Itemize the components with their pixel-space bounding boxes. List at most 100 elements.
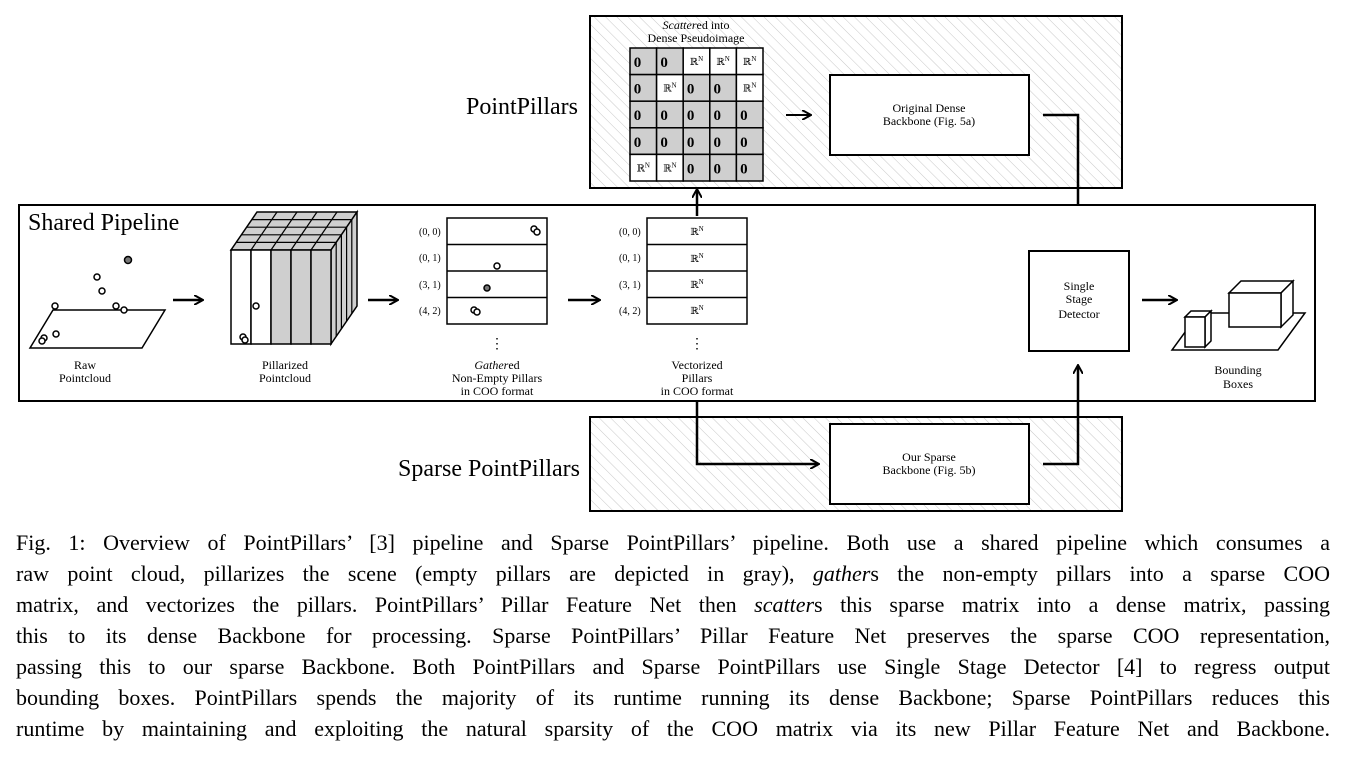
caption-segment: runtime by maintaining and exploiting th…	[16, 716, 1330, 741]
grid-cell-4-3: 0⃗	[709, 153, 738, 182]
grid-cell-0-3: ℝN	[709, 47, 738, 76]
vectorized-coo-table	[646, 217, 748, 325]
vectorized-cell-3: ℝN	[690, 304, 703, 317]
vectorized-index-3: (4, 2)	[619, 306, 641, 317]
caption-line-2: matrix, and vectorizes the pillars. Poin…	[16, 589, 1330, 620]
arrow-vectorized-to-sparse-backbone	[695, 401, 818, 464]
sparse-backbone-line1: Our Sparse	[902, 450, 956, 464]
grid-cell-2-0: 0⃗	[629, 100, 658, 129]
vectorized-caption-line1: Vectorized	[671, 358, 722, 372]
grid-cell-3-0: 0⃗	[629, 127, 658, 156]
pointpillars-diagram: PointPillars Scattered into Dense Pseudo…	[18, 15, 1316, 512]
gathered-coo-table	[446, 217, 548, 325]
raw-pointcloud-graphic	[28, 255, 167, 349]
bounding-boxes-line1: Bounding	[1214, 363, 1261, 377]
gathered-index-0: (0, 0)	[419, 227, 441, 238]
caption-segment: Fig. 1: Overview of PointPillars’ [3] pi…	[16, 530, 1330, 555]
svg-text:0⃗: 0⃗	[687, 135, 706, 151]
caption-line-3: this to its dense Backbone for processin…	[16, 620, 1330, 651]
bounding-boxes-graphic	[1170, 279, 1307, 351]
svg-text:ℝN: ℝN	[663, 161, 676, 174]
grid-cell-4-0: ℝN	[629, 153, 658, 182]
vectorized-ellipsis: ⋮	[690, 337, 704, 352]
sparse-backbone-box: Our Sparse Backbone (Fig. 5b)	[829, 423, 1030, 505]
grid-cell-2-2: 0⃗	[682, 100, 711, 129]
detector-line3: Detector	[1058, 307, 1099, 321]
grid-cell-2-4: 0⃗	[735, 100, 764, 129]
grid-cell-0-2: ℝN	[682, 47, 711, 76]
svg-text:ℝN: ℝN	[743, 55, 756, 68]
svg-text:0⃗: 0⃗	[740, 108, 759, 124]
svg-text:0⃗: 0⃗	[714, 161, 733, 177]
vectorized-index-2: (3, 1)	[619, 280, 641, 291]
svg-text:ℝN: ℝN	[663, 82, 676, 95]
vectorized-cell-2: ℝN	[690, 278, 703, 291]
gathered-caption-line3: in COO format	[461, 384, 534, 398]
svg-text:ℝN: ℝN	[690, 55, 703, 68]
gathered-index-3: (4, 2)	[419, 306, 441, 317]
caption-segment: s this sparse matrix into a dense matrix…	[814, 592, 1330, 617]
caption-segment: bounding boxes. PointPillars spends the …	[16, 685, 1330, 710]
svg-text:0⃗: 0⃗	[660, 55, 679, 71]
raw-pointcloud-line1: Raw	[74, 358, 96, 372]
pillarized-pointcloud-line2: Pointcloud	[259, 371, 311, 385]
scattered-caption: Scattered into	[663, 18, 730, 32]
vectorized-cell-1: ℝN	[690, 252, 703, 265]
grid-cell-2-3: 0⃗	[709, 100, 738, 129]
caption-segment: s the non-empty pillars into a sparse CO…	[870, 561, 1330, 586]
svg-text:ℝN: ℝN	[716, 55, 729, 68]
sparse-backbone-line2: Backbone (Fig. 5b)	[883, 463, 976, 477]
dense-backbone-line2: Backbone (Fig. 5a)	[883, 114, 975, 128]
grid-cell-1-3: 0⃗	[709, 73, 738, 102]
caption-segment: gather	[812, 561, 871, 586]
grid-cell-3-4: 0⃗	[735, 127, 764, 156]
caption-line-5: bounding boxes. PointPillars spends the …	[16, 682, 1330, 713]
svg-text:0⃗: 0⃗	[660, 108, 679, 124]
vectorized-index-0: (0, 0)	[619, 227, 641, 238]
vectorized-cell-0: ℝN	[690, 225, 703, 238]
gathered-index-1: (0, 1)	[419, 253, 441, 264]
grid-cell-1-1: ℝN	[655, 73, 684, 102]
caption-segment: matrix, and vectorizes the pillars. Poin…	[16, 592, 755, 617]
arrow-sparse-backbone-to-detector	[1043, 366, 1078, 466]
pillarized-pointcloud-line1: Pillarized	[262, 358, 308, 372]
grid-cell-1-2: 0⃗	[682, 73, 711, 102]
grid-cell-0-4: ℝN	[735, 47, 764, 76]
pointpillars-label: PointPillars	[466, 94, 578, 120]
grid-cell-0-1: 0⃗	[655, 47, 684, 76]
svg-text:0⃗: 0⃗	[714, 82, 733, 98]
grid-cell-0-0: 0⃗	[629, 47, 658, 76]
svg-text:0⃗: 0⃗	[687, 82, 706, 98]
grid-cell-4-2: 0⃗	[682, 153, 711, 182]
single-stage-detector-box: Single Stage Detector	[1028, 250, 1130, 352]
svg-text:0⃗: 0⃗	[634, 82, 653, 98]
svg-text:0⃗: 0⃗	[660, 135, 679, 151]
grid-cell-3-3: 0⃗	[709, 127, 738, 156]
gathered-caption-line2: Non-Empty Pillars	[452, 371, 543, 385]
caption-line-4: passing this to our sparse Backbone. Bot…	[16, 651, 1330, 682]
svg-text:0⃗: 0⃗	[634, 55, 653, 71]
svg-text:0⃗: 0⃗	[714, 108, 733, 124]
grid-cell-3-1: 0⃗	[655, 127, 684, 156]
vectorized-caption-line2: Pillars	[682, 371, 713, 385]
svg-text:ℝN: ℝN	[743, 82, 756, 95]
sparse-pointpillars-label: Sparse PointPillars	[398, 456, 580, 482]
caption-segment: this to its dense Backbone for processin…	[16, 623, 1330, 648]
caption-line-6: runtime by maintaining and exploiting th…	[16, 713, 1330, 744]
gathered-caption-line1: Gathered	[474, 358, 519, 372]
grid-cell-4-1: ℝN	[655, 153, 684, 182]
svg-text:0⃗: 0⃗	[634, 135, 653, 151]
grid-cell-3-2: 0⃗	[682, 127, 711, 156]
bounding-boxes-line2: Boxes	[1223, 377, 1253, 391]
grid-cell-1-4: ℝN	[735, 73, 764, 102]
scattered-caption-line2: Dense Pseudoimage	[648, 31, 745, 45]
svg-text:ℝN: ℝN	[637, 161, 650, 174]
caption-segment: scatter	[754, 592, 815, 617]
gathered-ellipsis: ⋮	[490, 337, 504, 352]
figure-caption: Fig. 1: Overview of PointPillars’ [3] pi…	[16, 527, 1330, 744]
shared-pipeline-label: Shared Pipeline	[28, 210, 179, 236]
dense-backbone-line1: Original Dense	[893, 101, 966, 115]
gathered-index-2: (3, 1)	[419, 280, 441, 291]
svg-text:0⃗: 0⃗	[714, 135, 733, 151]
